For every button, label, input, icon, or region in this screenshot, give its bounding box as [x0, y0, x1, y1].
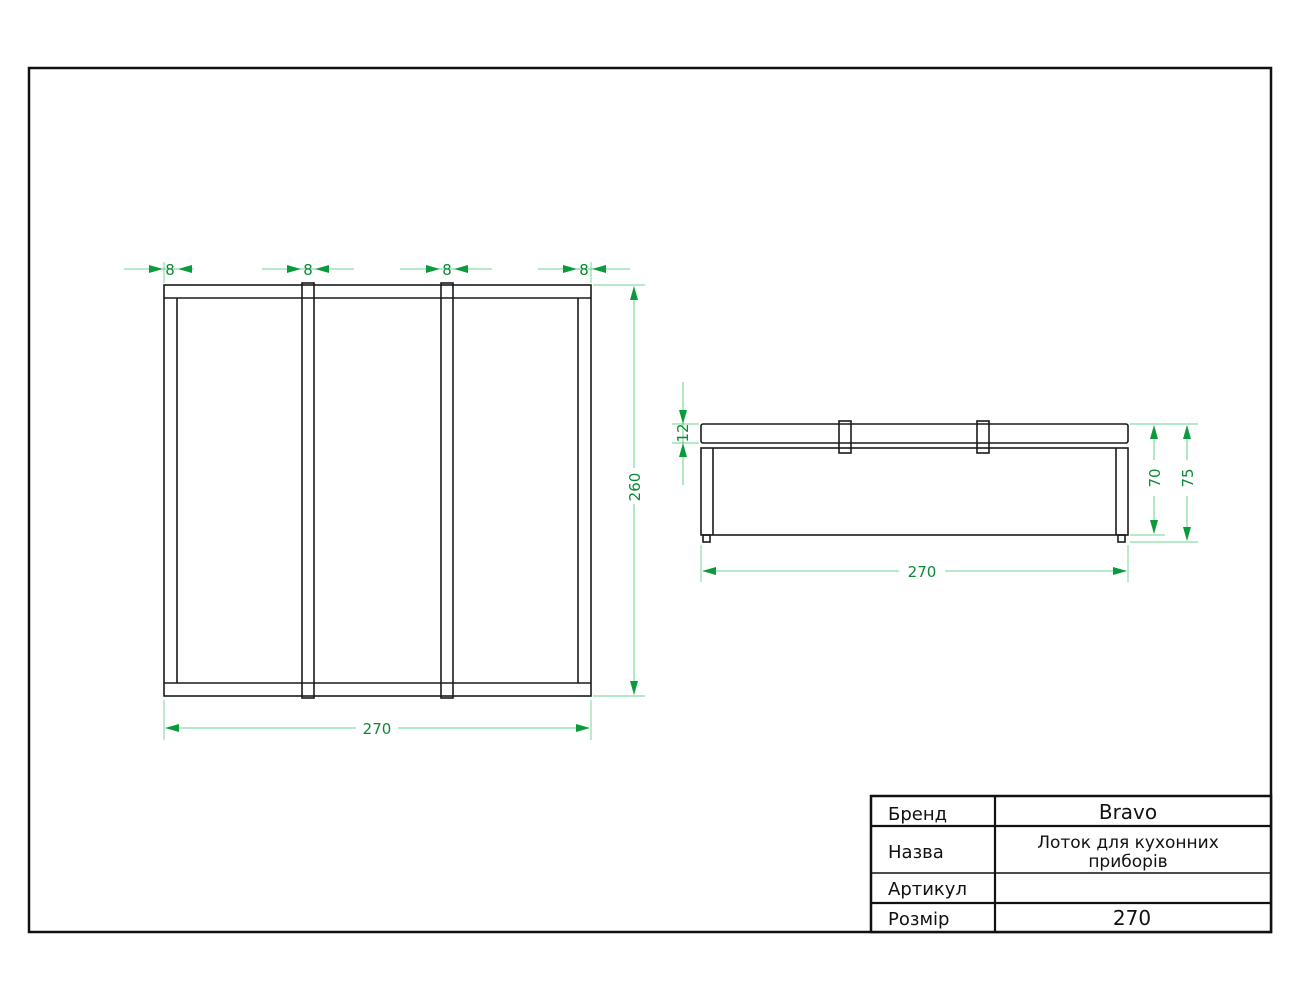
dim-top-gap-3-label: 8	[442, 261, 452, 279]
dim-side-rim: 12	[672, 382, 699, 485]
title-block: Бренд Bravo Назва Лоток для кухонних при…	[869, 794, 1273, 934]
dim-top-gap-1-label: 8	[165, 261, 175, 279]
name-value-line2: приборів	[1088, 852, 1167, 872]
name-value-line1: Лоток для кухонних	[1037, 833, 1219, 853]
size-label: Розмір	[888, 909, 949, 930]
side-rim	[700, 423, 1129, 444]
name-label: Назва	[888, 842, 944, 863]
brand-value: Bravo	[1099, 800, 1157, 824]
side-view: 12 70 75 270	[672, 382, 1198, 582]
side-divider-1	[838, 420, 852, 454]
dim-top-gap-2-label: 8	[303, 261, 313, 279]
side-divider-2	[976, 420, 990, 454]
divider-2	[440, 282, 454, 699]
dim-top-gap-3: 8	[400, 261, 492, 279]
side-body	[700, 447, 1129, 536]
dim-top-gap-4-label: 8	[579, 261, 589, 279]
brand-label: Бренд	[888, 804, 947, 825]
divider-1	[301, 282, 315, 699]
dim-top-gap-4: 8	[538, 261, 630, 279]
dim-side-total-height: 75	[1179, 425, 1197, 541]
foot-left	[702, 534, 711, 543]
dim-side-inner-height: 70	[1146, 425, 1164, 534]
dim-top-gap-1: 8	[124, 261, 194, 279]
dim-side-total-height-label: 75	[1179, 468, 1197, 487]
dim-top-depth-label: 260	[626, 473, 644, 502]
article-label: Артикул	[888, 879, 967, 900]
dim-side-rim-label: 12	[674, 423, 692, 442]
dim-side-inner-height-label: 70	[1146, 468, 1164, 487]
drawing-frame	[27, 66, 1273, 934]
top-view: 8 8 8 8 260	[124, 261, 645, 740]
dim-side-width-label: 270	[908, 563, 937, 581]
dim-top-gap-2: 8	[262, 261, 354, 279]
dim-top-width-label: 270	[363, 720, 392, 738]
dim-side-width: 270	[700, 545, 1129, 582]
tray-outline	[163, 284, 592, 697]
size-value: 270	[1113, 906, 1151, 930]
dim-top-width: 270	[163, 700, 592, 740]
dim-top-depth: 260	[593, 284, 645, 697]
foot-right	[1117, 534, 1126, 543]
